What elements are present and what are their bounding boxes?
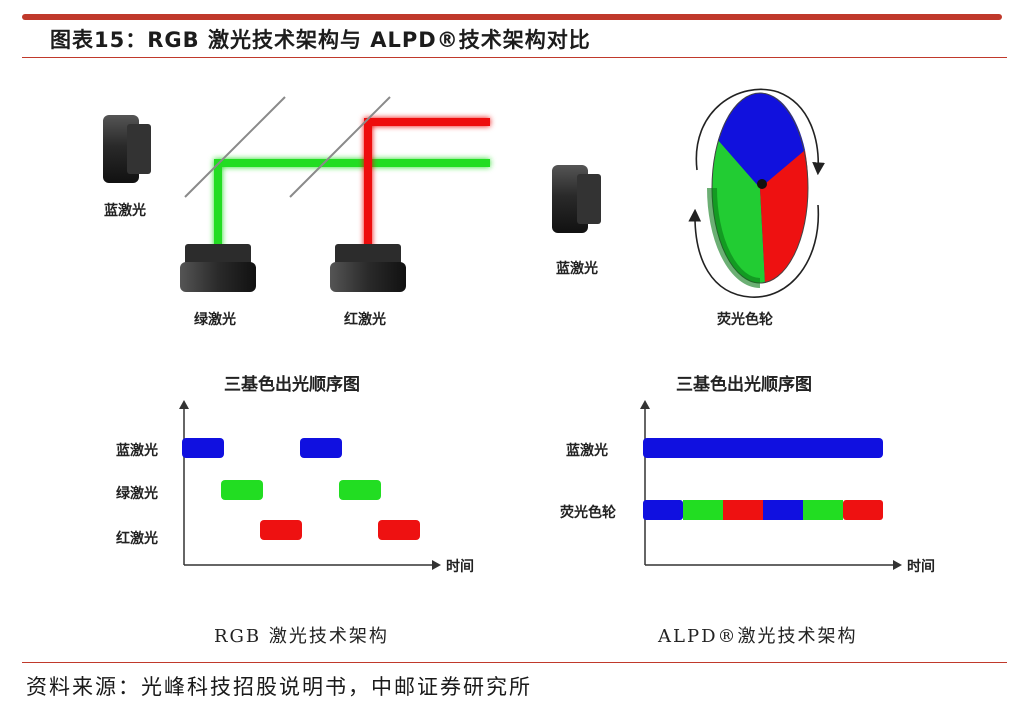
right-chart-title: 三基色出光顺序图 <box>676 375 812 395</box>
wheel-segment-green <box>683 500 723 520</box>
rgb-timing-chart <box>179 400 441 570</box>
alpd-timing-chart <box>640 400 902 570</box>
wheel-segment-blue <box>643 500 683 520</box>
wheel-segment-red <box>843 500 883 520</box>
left-x-axis-label: 时间 <box>446 559 474 575</box>
green-beam <box>214 159 490 250</box>
red-laser-label: 红激光 <box>344 312 386 328</box>
row-label-wheel: 荧光色轮 <box>560 505 616 521</box>
right-caption: ALPD®激光技术架构 <box>658 626 858 647</box>
phosphor-wheel-label: 荧光色轮 <box>717 312 773 328</box>
green-pulse <box>339 480 381 500</box>
row-label-blue-alpd: 蓝激光 <box>566 443 608 459</box>
left-caption: RGB 激光技术架构 <box>214 626 389 647</box>
rotation-arrow-bottom <box>688 204 820 298</box>
green-laser-label: 绿激光 <box>194 312 236 328</box>
blue-laser-source-alpd <box>552 165 601 233</box>
red-pulse <box>260 520 302 540</box>
blue-pulse <box>182 438 224 458</box>
phosphor-color-wheel <box>707 92 809 288</box>
green-pulse <box>221 480 263 500</box>
figure-title: 图表15：RGB 激光技术架构与 ALPD®技术架构对比 <box>50 28 591 52</box>
row-label-red: 红激光 <box>116 531 158 547</box>
source-note: 资料来源：光峰科技招股说明书，中邮证券研究所 <box>26 675 532 699</box>
blue-continuous-bar <box>643 438 883 458</box>
red-beam <box>364 118 490 250</box>
right-x-axis-label: 时间 <box>907 559 935 575</box>
row-label-green: 绿激光 <box>116 486 158 502</box>
wheel-segment-blue <box>763 500 803 520</box>
row-label-blue: 蓝激光 <box>116 443 158 459</box>
dichroic-mirror-2 <box>289 96 391 198</box>
top-accent-bar <box>22 14 1002 20</box>
left-chart-title: 三基色出光顺序图 <box>224 375 360 395</box>
wheel-segment-green <box>803 500 843 520</box>
blue-pulse <box>300 438 342 458</box>
rgb-architecture-diagram <box>103 96 490 292</box>
dichroic-mirror-1 <box>184 96 286 198</box>
blue-laser-label-alpd: 蓝激光 <box>556 261 598 277</box>
red-laser-source <box>330 244 406 292</box>
red-pulse <box>378 520 420 540</box>
footer-divider <box>22 662 1007 663</box>
alpd-architecture-diagram <box>552 88 936 298</box>
blue-laser-label: 蓝激光 <box>104 203 146 219</box>
rotation-arrow-top <box>695 88 825 176</box>
green-laser-source <box>180 244 256 292</box>
blue-laser-source <box>103 115 151 183</box>
title-divider <box>22 57 1007 58</box>
wheel-segment-red <box>723 500 763 520</box>
